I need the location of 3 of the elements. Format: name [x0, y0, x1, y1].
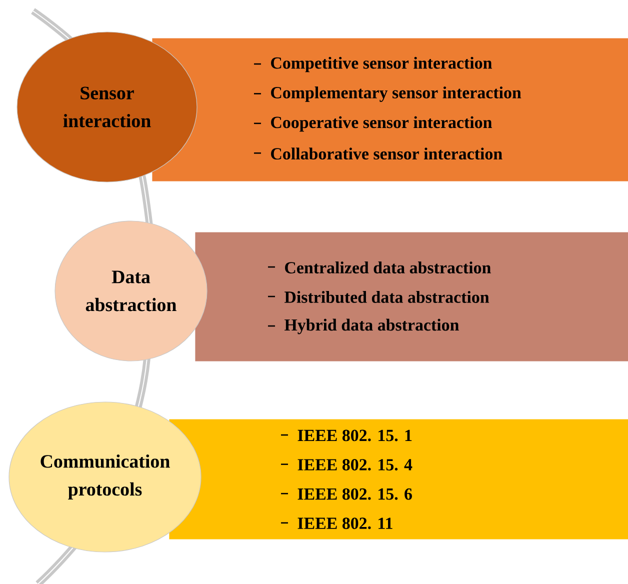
- list-band: Competitive sensor interaction Complementary sensor interaction Cooperative sensor interaction Collaborative sensor interaction: [152, 38, 628, 182]
- list-band: IEEE 802. 15. 1 IEEE 802. 15. 4 IEEE 802. 15. 6 IEEE 802. 11: [169, 419, 628, 540]
- list-band: Centralized data abstraction Distributed data abstraction Hybrid data abstraction: [195, 232, 628, 362]
